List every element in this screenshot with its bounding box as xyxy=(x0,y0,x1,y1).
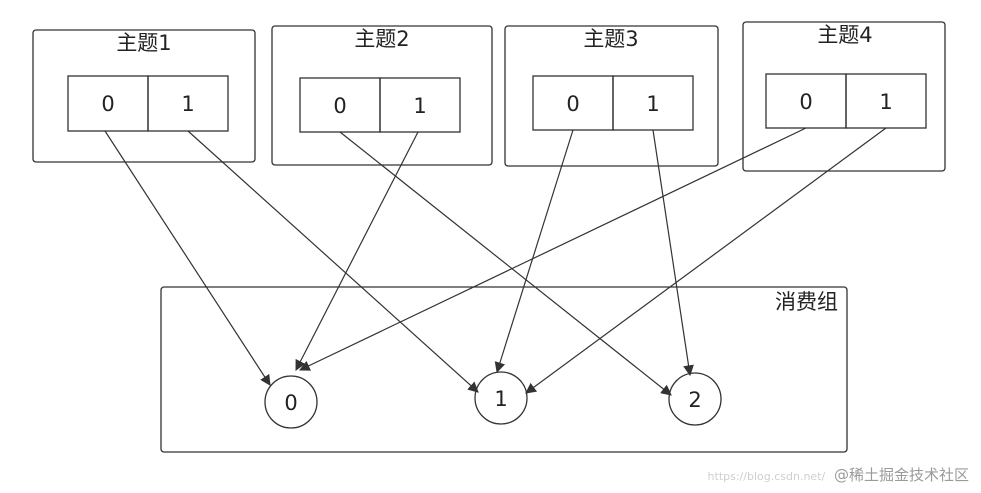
topic-4-partition-0-label: 0 xyxy=(799,90,812,114)
topic-3-title: 主题3 xyxy=(583,27,638,51)
topic-4-box xyxy=(742,21,946,172)
watermark-text: @稀土掘金技术社区 xyxy=(833,466,969,484)
arrow-topic-3-partition-1-to-consumer-2 xyxy=(652,129,694,377)
consumer-0-label: 0 xyxy=(284,391,297,415)
arrow-topic-2-partition-0-to-consumer-2 xyxy=(339,131,672,396)
topic-2-partition-1-cell xyxy=(379,77,461,133)
arrow-topic-4-partition-1-to-consumer-1 xyxy=(525,127,887,394)
consumer-group: 消费组 0 1 2 xyxy=(160,286,848,453)
consumer-2-circle xyxy=(668,372,722,426)
consumer-0-circle xyxy=(264,375,318,429)
topic-2-title: 主题2 xyxy=(354,27,409,51)
topic-4-partition-1-label: 1 xyxy=(879,90,892,114)
topic-2-partition-0-label: 0 xyxy=(333,94,346,118)
topic-2: 主题2 0 1 xyxy=(271,25,493,166)
topic-4-title: 主题4 xyxy=(817,23,872,47)
consumer-1-label: 1 xyxy=(494,387,507,411)
assignment-arrows xyxy=(104,127,887,396)
arrow-topic-4-partition-0-to-consumer-0 xyxy=(299,127,807,371)
consumer-1: 1 xyxy=(474,371,528,425)
topic-3-partition-1-label: 1 xyxy=(646,92,659,116)
consumer-2-label: 2 xyxy=(688,388,701,412)
topic-1-box xyxy=(32,29,256,163)
topic-2-partition-1-label: 1 xyxy=(413,94,426,118)
topic-3-partition-0-label: 0 xyxy=(566,92,579,116)
arrow-topic-3-partition-0-to-consumer-1 xyxy=(494,129,574,374)
consumer-group-label: 消费组 xyxy=(775,290,838,314)
arrow-topic-1-partition-1-to-consumer-1 xyxy=(187,130,479,393)
topic-4: 主题4 0 1 xyxy=(742,21,946,172)
consumer-group-box xyxy=(160,286,848,453)
arrow-topic-2-partition-1-to-consumer-0 xyxy=(295,131,419,371)
watermark-url: https://blog.csdn.net/ xyxy=(707,470,826,483)
topic-1-partition-0-label: 0 xyxy=(101,92,114,116)
topic-1: 主题1 0 1 xyxy=(32,29,256,163)
topics: 主题1 0 1 主题2 0 1 主题3 0 1 主题4 xyxy=(32,21,946,172)
topic-3: 主题3 0 1 xyxy=(504,25,719,167)
consumer-0: 0 xyxy=(264,375,318,429)
topic-1-title: 主题1 xyxy=(116,31,171,55)
topic-3-box xyxy=(504,25,719,167)
watermark: https://blog.csdn.net/ @稀土掘金技术社区 xyxy=(708,464,969,485)
arrow-topic-1-partition-0-to-consumer-0 xyxy=(104,130,271,386)
consumer-2: 2 xyxy=(668,372,722,426)
topic-1-partition-1-label: 1 xyxy=(181,92,194,116)
